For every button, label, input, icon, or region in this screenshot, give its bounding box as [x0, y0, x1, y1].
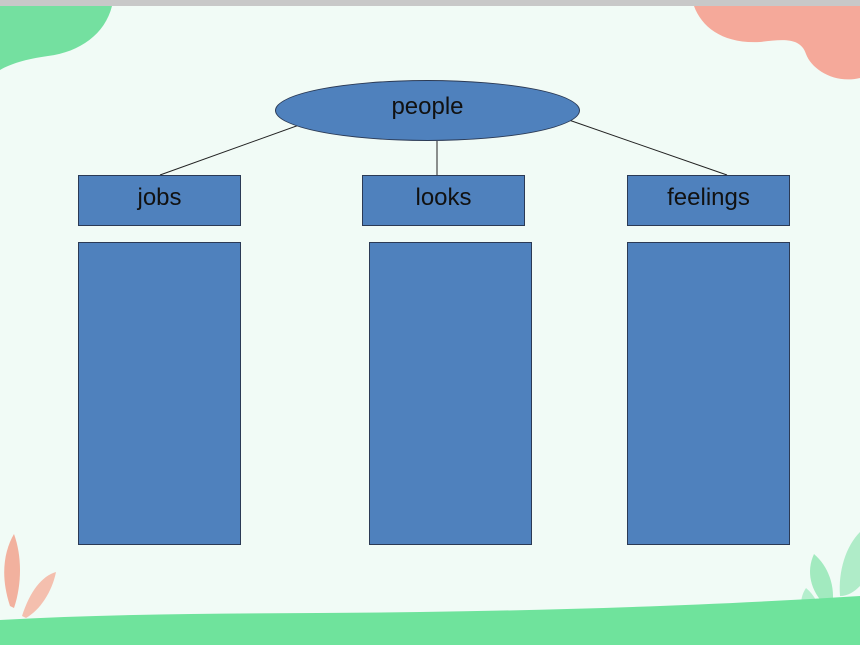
connector-lines: [159, 118, 728, 176]
slide: people jobs looks feelings: [0, 6, 860, 645]
category-label-feelings: feelings: [667, 183, 750, 211]
top-left-blob: [0, 6, 112, 70]
connector-jobs: [159, 123, 303, 176]
category-node-feelings: feelings: [627, 175, 790, 226]
top-right-blob: [694, 6, 860, 80]
category-label-jobs: jobs: [137, 183, 182, 211]
background-decoration: [0, 6, 860, 645]
category-node-jobs: jobs: [78, 175, 241, 226]
category-label-looks: looks: [415, 183, 472, 211]
content-box-jobs: [78, 242, 241, 545]
content-box-feelings: [627, 242, 790, 545]
root-node-people: people: [275, 80, 580, 141]
connector-feelings: [565, 118, 728, 176]
category-node-looks: looks: [362, 175, 525, 226]
content-box-looks: [369, 242, 532, 545]
bottom-left-leaves: [4, 534, 56, 618]
bottom-wave: [0, 596, 860, 645]
root-node-label: people: [391, 92, 464, 120]
